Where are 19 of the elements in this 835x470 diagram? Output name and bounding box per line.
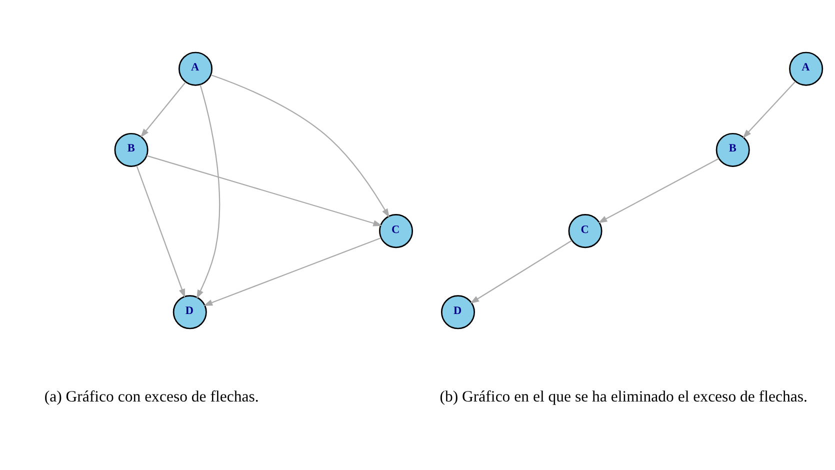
label: (a) Gráfico con exceso de flechas. xyxy=(44,388,258,406)
arrow xyxy=(210,74,389,218)
node-circle: B xyxy=(715,132,750,167)
node-circle: C xyxy=(378,214,413,248)
node-circle: D xyxy=(172,295,206,330)
node-circle: D xyxy=(440,295,474,330)
arrow xyxy=(598,158,718,224)
arrow xyxy=(136,166,185,298)
arrow xyxy=(196,84,220,299)
node-circle: A xyxy=(178,52,212,86)
arrow xyxy=(742,81,796,138)
arrow xyxy=(140,82,186,138)
arrow xyxy=(202,237,381,306)
arrow xyxy=(470,240,572,304)
node-circle: A xyxy=(788,52,823,86)
label: (b) Gráfico en el que se ha eliminado el exceso de flechas. xyxy=(439,388,807,406)
arrow xyxy=(146,155,382,226)
node-circle: B xyxy=(114,132,148,167)
node-circle: C xyxy=(568,214,602,248)
